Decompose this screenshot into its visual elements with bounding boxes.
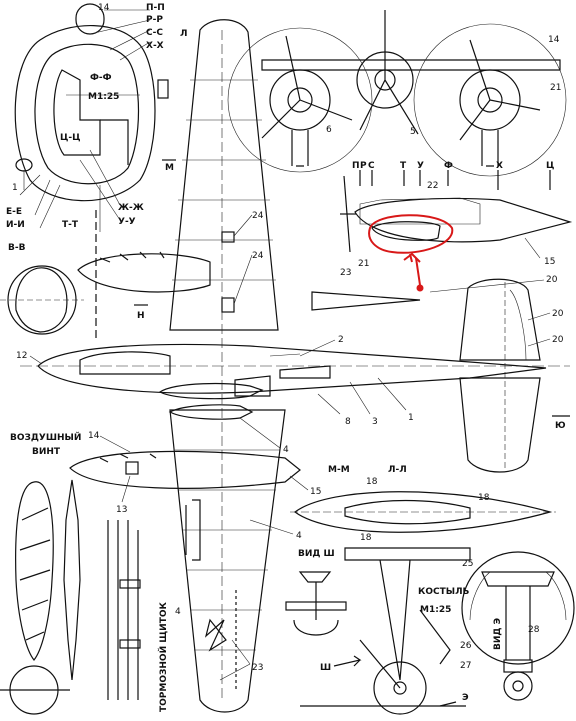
section-tsts: Ц-Ц xyxy=(60,133,80,143)
section-mark-n: Н xyxy=(137,311,145,321)
tail-stabilizer xyxy=(459,278,541,473)
section-mark-yu: Ю xyxy=(555,421,566,431)
label-3: 3 xyxy=(372,417,378,427)
side-letter-p: П xyxy=(352,161,360,171)
label-24-a: 24 xyxy=(252,211,264,221)
side-letter-ts: Ц xyxy=(546,161,554,171)
label-15-nacelle: 15 xyxy=(310,487,321,497)
scale-label-top: М1:25 xyxy=(88,92,119,102)
label-4-a: 4 xyxy=(283,445,289,455)
label-2: 2 xyxy=(338,335,344,345)
label-20-c: 20 xyxy=(552,335,564,345)
section-zhzh: Ж-Ж xyxy=(118,203,144,213)
label-18-b: 18 xyxy=(478,493,490,503)
label-4-c: 4 xyxy=(175,607,181,617)
scale-label-bottom: М1:25 xyxy=(420,605,451,615)
label-12: 12 xyxy=(16,351,27,361)
label-14-front: 14 xyxy=(548,35,560,45)
label-25: 25 xyxy=(462,559,473,569)
section-ss: С-С xyxy=(146,28,163,38)
label-23-b: 23 xyxy=(252,663,263,673)
label-13: 13 xyxy=(116,505,127,515)
label-21-front: 21 xyxy=(550,83,561,93)
label-20-b: 20 xyxy=(552,309,564,319)
section-vv: В-В xyxy=(8,243,26,253)
cockpit-cross-section xyxy=(14,3,169,232)
label-14-top: 14 xyxy=(98,3,110,13)
label-27: 27 xyxy=(460,661,471,671)
label-28: 28 xyxy=(528,625,540,635)
section-ll: Л-Л xyxy=(388,465,407,475)
bombs xyxy=(158,375,271,420)
label-8: 8 xyxy=(345,417,351,427)
section-mm: М-М xyxy=(328,465,350,475)
propeller-caption-line2: ВИНТ xyxy=(32,447,61,457)
section-mark-m: М xyxy=(165,163,174,173)
section-ii: И-И xyxy=(6,220,25,230)
label-18-a: 18 xyxy=(366,477,378,487)
label-1: 1 xyxy=(408,413,414,423)
side-letter-f: Ф xyxy=(444,161,453,171)
propeller-blade-drawing xyxy=(0,479,81,715)
section-mm-ll-drawing xyxy=(290,491,556,533)
side-view-fuselage xyxy=(340,170,573,253)
label-26: 26 xyxy=(460,641,472,651)
side-letter-t: Т xyxy=(400,161,407,171)
view-e-caption: ВИД Э xyxy=(493,617,503,650)
wing-planform xyxy=(169,19,286,713)
fuselage-side xyxy=(20,343,570,394)
side-letter-kh: Х xyxy=(496,161,503,171)
label-1-left: 1 xyxy=(12,183,18,193)
section-pp: П-П xyxy=(146,3,165,13)
section-ff: Ф-Ф xyxy=(90,73,112,83)
label-20-a: 20 xyxy=(546,275,558,285)
front-view xyxy=(227,10,567,177)
brake-flap-caption: ТОРМОЗНОЙ ЩИТОК xyxy=(157,602,169,712)
side-letter-s: С xyxy=(368,161,375,171)
label-22: 22 xyxy=(427,181,438,191)
label-23-a: 23 xyxy=(340,268,351,278)
tailskid-caption: КОСТЫЛЬ xyxy=(418,587,470,597)
engine-nacelle-lower xyxy=(69,450,301,489)
brake-flap-drawing xyxy=(107,520,141,700)
label-6: 6 xyxy=(326,125,332,135)
label-21-side: 21 xyxy=(358,259,369,269)
label-14-nacelle: 14 xyxy=(88,431,100,441)
gear-view-e xyxy=(461,551,575,701)
label-4-b: 4 xyxy=(296,531,302,541)
section-ee: Е-Е xyxy=(6,207,22,217)
side-letter-u: У xyxy=(417,161,424,171)
propeller-caption-line1: ВОЗДУШНЫЙ xyxy=(10,431,81,443)
section-mark-l: Л xyxy=(180,29,187,39)
section-vv-drawing xyxy=(0,265,84,335)
highlight-annotation xyxy=(368,214,454,292)
side-letter-r: Р xyxy=(360,161,367,171)
view-e-arrow-label: Э xyxy=(462,693,469,703)
view-sh-arrow-label: Ш xyxy=(320,663,331,673)
section-uu: У-У xyxy=(118,217,136,227)
section-rr: Р-Р xyxy=(146,15,163,25)
label-5: 5 xyxy=(410,127,416,137)
label-18-c: 18 xyxy=(360,533,372,543)
main-gear-side xyxy=(300,547,471,715)
view-sh-caption: ВИД Ш xyxy=(298,549,335,559)
gear-view-sh xyxy=(285,571,347,636)
label-24-b: 24 xyxy=(252,251,264,261)
label-15-side: 15 xyxy=(544,257,555,267)
section-n-drawing xyxy=(311,291,421,311)
section-tt: Т-Т xyxy=(62,220,79,230)
engine-nacelle-upper xyxy=(77,251,211,293)
section-hh: Х-Х xyxy=(146,41,164,51)
